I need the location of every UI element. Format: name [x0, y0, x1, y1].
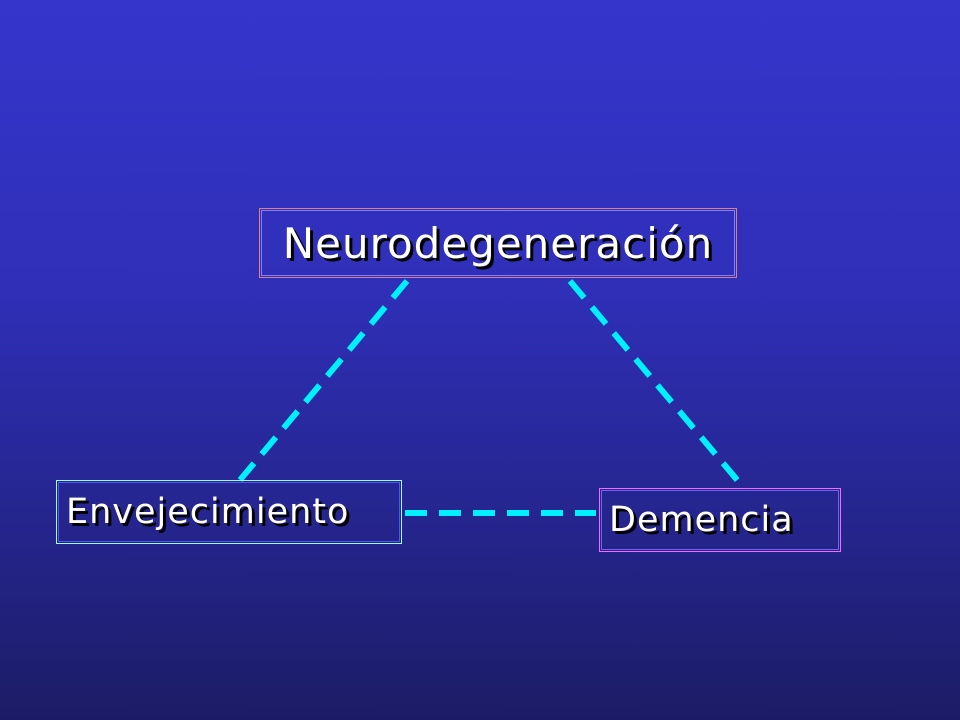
node-label-neurodegeneracion: Neurodegeneración — [282, 218, 714, 268]
node-label-demencia: Demencia — [609, 500, 794, 540]
node-label-envejecimiento: Envejecimiento — [66, 492, 350, 532]
node-neurodegeneracion[interactable]: Neurodegeneración — [259, 208, 737, 278]
node-envejecimiento[interactable]: Envejecimiento — [56, 480, 402, 544]
connector-neurodegeneracion-demencia — [567, 279, 741, 483]
connector-neurodegeneracion-envejecimiento — [237, 279, 410, 482]
node-demencia[interactable]: Demencia — [599, 488, 841, 552]
